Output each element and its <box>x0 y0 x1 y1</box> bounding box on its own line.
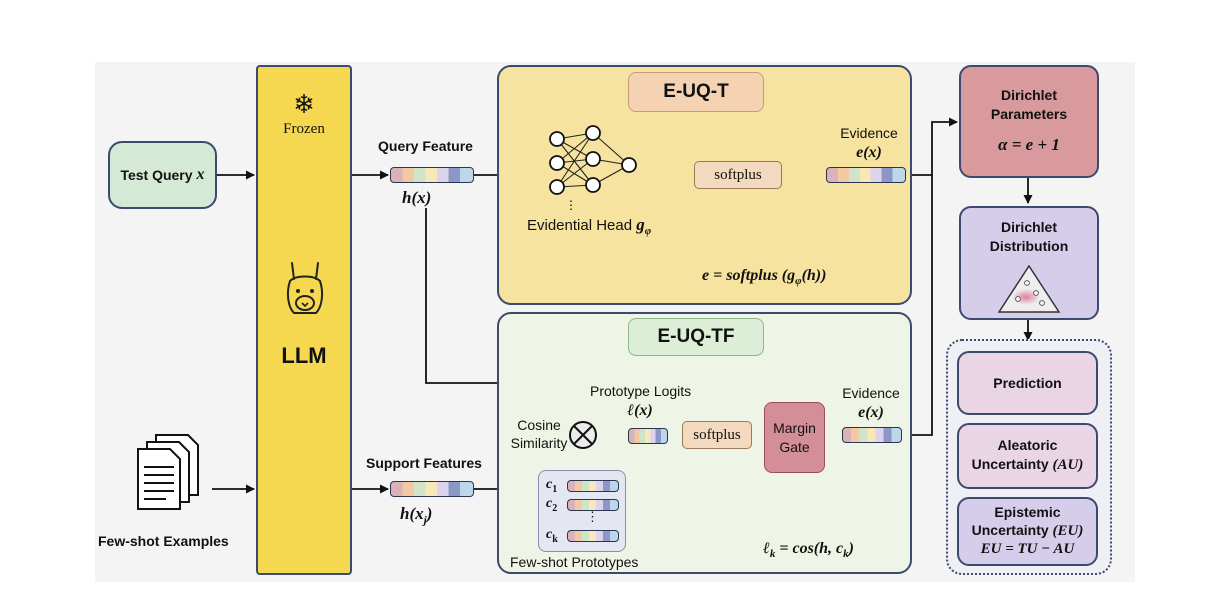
prototype-c1-vector <box>567 480 619 492</box>
query-feature-label: Query Feature <box>378 138 473 154</box>
evidential-head-sub: φ <box>644 225 652 237</box>
euqt-formula-sub: φ <box>795 275 802 288</box>
test-query-box: Test Query x <box>108 141 217 209</box>
euqtf-evidence-label: Evidence <box>842 385 900 401</box>
margin-gate-line1: Margin <box>773 419 816 436</box>
llm-label: LLM <box>281 343 327 368</box>
query-feature-math: h(x) <box>402 188 432 207</box>
otimes-icon <box>569 421 597 449</box>
euqt-formula: e = softplus (gφ(h)) <box>702 267 826 287</box>
aleatoric-line2: Uncertainty <box>971 456 1049 473</box>
arrow-evidence-tf-to-params <box>902 175 933 436</box>
few-shot-label: Few-shot Examples <box>98 533 229 549</box>
c1-sub: 1 <box>552 483 558 495</box>
epistemic-line1: Epistemic <box>994 504 1061 520</box>
prototypes-label: Few-shot Prototypes <box>510 554 639 570</box>
c2-base: c <box>546 496 553 511</box>
llm-box: ❄ Frozen LLM <box>256 65 352 575</box>
euqtf-title: E-UQ-TF <box>628 318 764 356</box>
prediction-box: Prediction <box>957 351 1098 415</box>
support-math-base: h(x <box>400 504 424 523</box>
euqtf-formula-left: ℓ <box>763 540 770 557</box>
support-features-label: Support Features <box>366 455 482 471</box>
aleatoric-math: (AU) <box>1052 457 1084 474</box>
margin-gate-line2: Gate <box>779 438 810 455</box>
euqtf-formula-left-sub: k <box>769 548 776 561</box>
llama-icon <box>286 262 324 314</box>
prototype-logits-vector <box>628 428 668 444</box>
params-math: α = e + 1 <box>998 134 1060 154</box>
prototype-c2-vector <box>567 499 619 511</box>
cosine-line1: Cosine <box>517 417 561 433</box>
euqtf-softplus: softplus <box>682 421 752 449</box>
euqtf-formula: ℓk = cos(h, ck) <box>763 540 854 560</box>
epistemic-box: Epistemic Uncertainty (EU) EU = TU − AU <box>957 497 1098 566</box>
euqtf-formula-mid: = cos(h, c <box>775 540 844 557</box>
dirichlet-parameters-box: Dirichlet Parameters α = e + 1 <box>959 65 1099 178</box>
neural-network-icon: ⋮ <box>549 125 637 212</box>
support-feature-vector <box>390 481 474 497</box>
euqt-evidence-math: e(x) <box>856 144 882 161</box>
dist-line2: Distribution <box>989 237 1069 254</box>
documents-icon <box>137 434 199 510</box>
ck-base: c <box>546 527 553 542</box>
prototype-c1: c1 <box>546 477 557 495</box>
ck-sub: k <box>552 533 558 545</box>
simplex-icon <box>997 264 1061 313</box>
params-line1: Dirichlet <box>1000 87 1057 104</box>
cosine-line2: Similarity <box>510 434 568 451</box>
prototype-c2: c2 <box>546 496 557 514</box>
query-feature-vector <box>390 167 474 183</box>
evidential-head-math: g <box>636 215 645 234</box>
euqtf-evidence-math: e(x) <box>858 404 884 421</box>
test-query-var: x <box>196 166 205 183</box>
dist-line1: Dirichlet <box>1000 219 1057 235</box>
margin-gate-box: Margin Gate <box>764 402 825 473</box>
evidential-head-label: Evidential Head gφ <box>527 215 651 237</box>
prototype-ck-vector <box>567 530 619 542</box>
prototype-ck: ck <box>546 527 558 545</box>
euqtf-formula-right-sub: k <box>843 548 849 561</box>
euqt-evidence-label: Evidence <box>840 125 898 141</box>
euqtf-formula-end: ) <box>848 540 854 557</box>
params-line2: Parameters <box>990 106 1068 123</box>
prototype-logits-math: ℓ(x) <box>627 402 653 419</box>
prototype-vdots: ⋮ <box>586 509 599 524</box>
support-feature-math: h(xj) <box>400 504 432 526</box>
euqt-softplus: softplus <box>694 161 782 189</box>
support-math-sub: j <box>423 514 427 527</box>
euqt-title: E-UQ-T <box>628 72 764 112</box>
euqt-evidence-vector <box>826 167 906 183</box>
snowflake-icon: ❄ <box>293 89 315 119</box>
test-query-label: Test Query <box>120 167 193 183</box>
epistemic-formula: EU = TU − AU <box>980 541 1075 558</box>
arrow-evidence-t-to-params <box>906 117 958 176</box>
euqt-formula-left: e = softplus (g <box>702 267 796 284</box>
euqt-formula-right: (h)) <box>801 267 827 284</box>
svg-text:⋮: ⋮ <box>565 198 577 212</box>
prediction-label: Prediction <box>993 374 1062 391</box>
prototype-logits-label: Prototype Logits <box>590 383 692 399</box>
aleatoric-box: Aleatoric Uncertainty (AU) <box>957 423 1098 489</box>
evidential-head-text: Evidential Head <box>527 217 633 234</box>
c1-base: c <box>546 477 553 492</box>
euqtf-evidence-vector <box>842 427 902 443</box>
epistemic-line2: Uncertainty <box>971 521 1049 538</box>
frozen-label: Frozen <box>283 121 325 137</box>
aleatoric-line1: Aleatoric <box>997 437 1058 454</box>
support-math-end: ) <box>426 504 433 523</box>
epistemic-math: (EU) <box>1052 522 1084 539</box>
cosine-similarity-label: Cosine Similarity <box>508 417 570 452</box>
c2-sub: 2 <box>552 502 558 514</box>
